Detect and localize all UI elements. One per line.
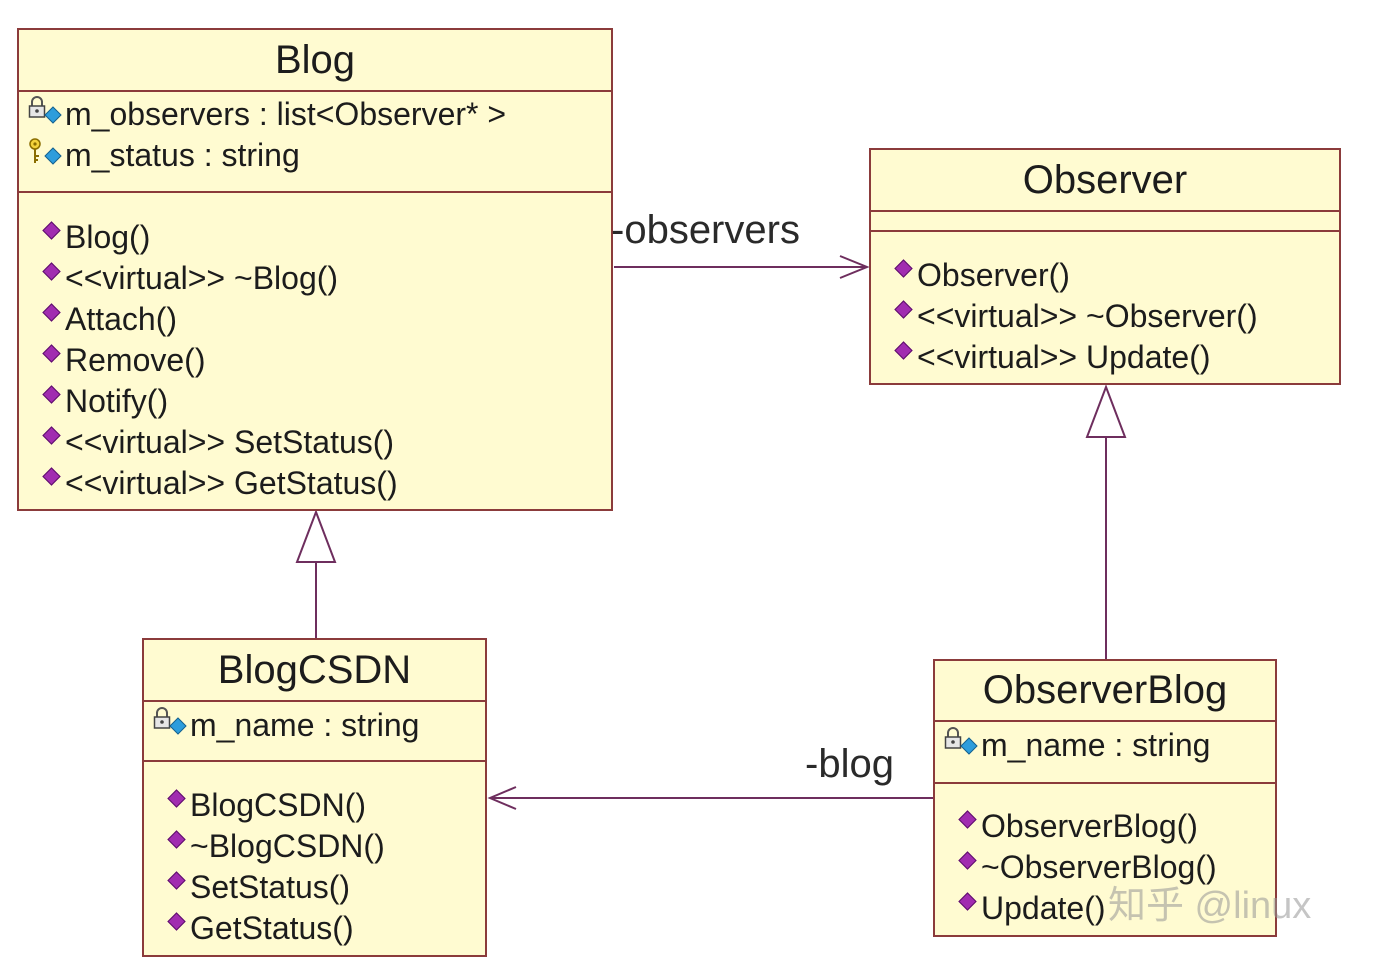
- attribute-row: m_name : string: [144, 705, 485, 746]
- generalization-triangle-blog: [295, 509, 337, 563]
- diamond-icon: [42, 303, 60, 321]
- operation-text: GetStatus(): [190, 910, 354, 946]
- diamond-icon: [894, 300, 912, 318]
- diamond-icon: [42, 262, 60, 280]
- operations-compartment: ObserverBlog() ~ObserverBlog() Update(): [935, 782, 1275, 935]
- operation-row: ObserverBlog(): [935, 806, 1275, 847]
- class-blog: Blog m_observers : list<Observer* >: [17, 28, 613, 511]
- operation-text: ObserverBlog(): [981, 808, 1198, 844]
- operation-text: <<virtual>> GetStatus(): [65, 465, 398, 501]
- lock-icon: [943, 726, 981, 758]
- operation-row: SetStatus(): [144, 867, 485, 908]
- attribute-text: m_name : string: [981, 727, 1211, 763]
- attribute-text: m_name : string: [190, 707, 420, 743]
- operation-row: Remove(): [19, 340, 611, 381]
- diamond-icon: [42, 426, 60, 444]
- attributes-compartment: m_observers : list<Observer* > m_status …: [19, 90, 611, 191]
- operation-row: Attach(): [19, 299, 611, 340]
- operation-text: Update(): [981, 890, 1106, 926]
- operation-row: Notify(): [19, 381, 611, 422]
- operation-row: ~ObserverBlog(): [935, 847, 1275, 888]
- association-arrowhead-observers: [839, 255, 870, 279]
- operation-text: Attach(): [65, 301, 178, 337]
- operation-row: <<virtual>> ~Blog(): [19, 258, 611, 299]
- operations-compartment: BlogCSDN() ~BlogCSDN() SetStatus() GetSt…: [144, 760, 485, 955]
- operation-text: <<virtual>> SetStatus(): [65, 424, 395, 460]
- operation-text: BlogCSDN(): [190, 787, 367, 823]
- attribute-text: m_observers : list<Observer* >: [65, 96, 507, 132]
- operation-row: ~BlogCSDN(): [144, 826, 485, 867]
- operation-row: <<virtual>> SetStatus(): [19, 422, 611, 463]
- attribute-text: m_status : string: [65, 137, 300, 173]
- diamond-icon: [42, 385, 60, 403]
- operation-text: <<virtual>> Update(): [917, 339, 1211, 375]
- operation-text: ~ObserverBlog(): [981, 849, 1217, 885]
- operation-text: Blog(): [65, 219, 151, 255]
- diamond-icon: [167, 789, 185, 807]
- class-observer: Observer Observer() <<virtual>> ~Observe…: [869, 148, 1341, 385]
- association-role-blog: -blog: [805, 742, 894, 786]
- operations-compartment: Observer() <<virtual>> ~Observer() <<vir…: [871, 230, 1339, 383]
- diamond-icon: [42, 344, 60, 362]
- class-observerblog: ObserverBlog m_name : string ObserverBlo…: [933, 659, 1277, 937]
- operation-row: <<virtual>> ~Observer(): [871, 296, 1339, 337]
- diamond-icon: [167, 830, 185, 848]
- diamond-icon: [894, 259, 912, 277]
- operation-text: Observer(): [917, 257, 1070, 293]
- operation-row: Observer(): [871, 255, 1339, 296]
- diamond-icon: [894, 341, 912, 359]
- operations-compartment: Blog() <<virtual>> ~Blog() Attach() Remo…: [19, 191, 611, 509]
- operation-row: Update(): [935, 888, 1275, 929]
- class-name: BlogCSDN: [217, 648, 412, 692]
- diamond-icon: [958, 892, 976, 910]
- class-name: Blog: [274, 38, 356, 82]
- attributes-compartment: m_name : string: [144, 700, 485, 760]
- lock-icon: [152, 706, 190, 738]
- diamond-icon: [42, 467, 60, 485]
- operation-row: Blog(): [19, 217, 611, 258]
- operation-text: <<virtual>> ~Observer(): [917, 298, 1258, 334]
- operation-text: Notify(): [65, 383, 169, 419]
- class-name: Observer: [1022, 158, 1188, 202]
- attribute-row: m_status : string: [19, 135, 611, 176]
- operation-row: <<virtual>> Update(): [871, 337, 1339, 378]
- operation-row: BlogCSDN(): [144, 785, 485, 826]
- operation-row: <<virtual>> GetStatus(): [19, 463, 611, 504]
- operation-text: ~BlogCSDN(): [190, 828, 385, 864]
- association-arrowhead-blog: [487, 786, 517, 810]
- operation-text: Remove(): [65, 342, 206, 378]
- association-role-observers: -observers: [611, 208, 800, 252]
- class-name: ObserverBlog: [982, 668, 1228, 712]
- watermark: 知乎 @linux: [1108, 885, 1312, 927]
- attribute-row: m_name : string: [935, 725, 1275, 766]
- diamond-icon: [42, 221, 60, 239]
- attributes-compartment: [871, 210, 1339, 230]
- class-blogcsdn: BlogCSDN m_name : string BlogCSDN() ~Blo…: [142, 638, 487, 957]
- operation-text: <<virtual>> ~Blog(): [65, 260, 339, 296]
- diamond-icon: [958, 810, 976, 828]
- lock-icon: [27, 95, 65, 127]
- key-icon: [27, 136, 65, 168]
- operation-row: GetStatus(): [144, 908, 485, 949]
- diamond-icon: [167, 871, 185, 889]
- diamond-icon: [167, 912, 185, 930]
- diamond-icon: [958, 851, 976, 869]
- attributes-compartment: m_name : string: [935, 720, 1275, 782]
- generalization-triangle-observer: [1085, 384, 1127, 438]
- attribute-row: m_observers : list<Observer* >: [19, 94, 611, 135]
- operation-text: SetStatus(): [190, 869, 351, 905]
